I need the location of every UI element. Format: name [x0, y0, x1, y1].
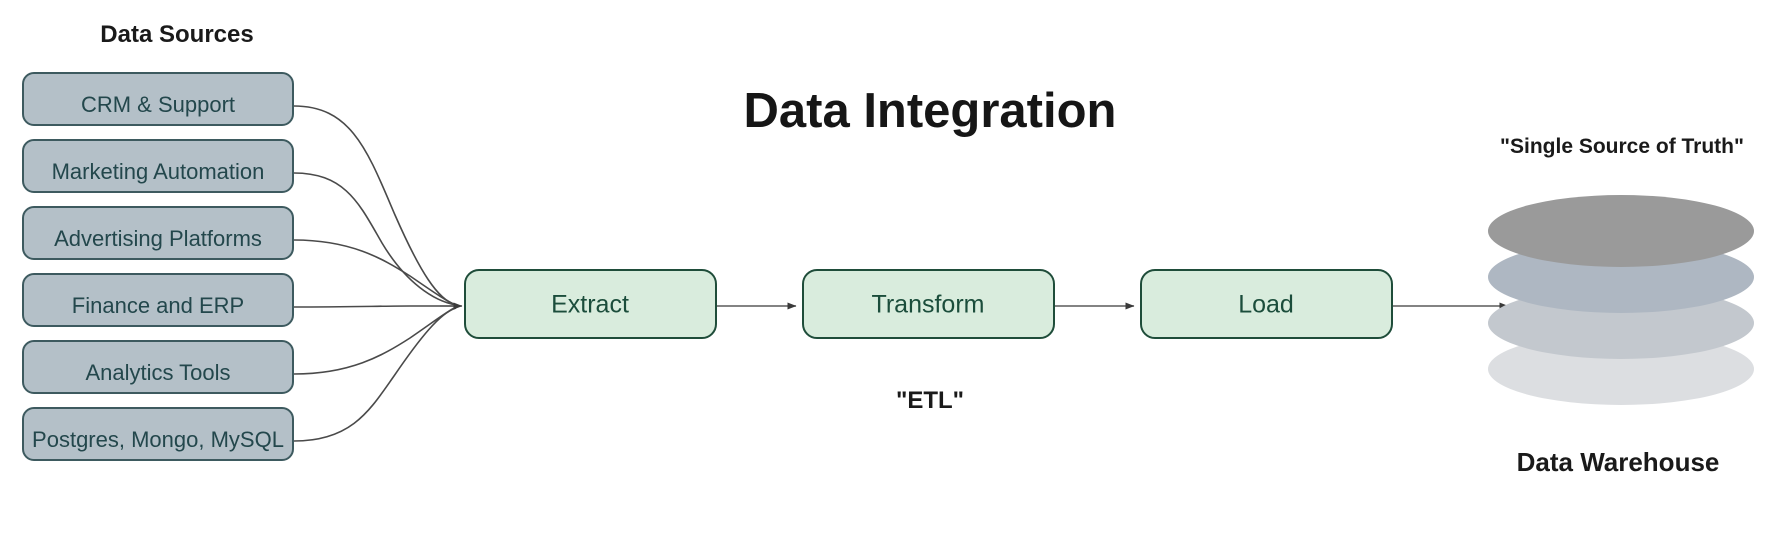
source-node-finance-erp[interactable]: Finance and ERP: [22, 273, 294, 327]
etl-node-load[interactable]: Load: [1140, 269, 1393, 339]
etl-node-label: Load: [1238, 291, 1294, 319]
source-node-box[interactable]: [22, 72, 294, 126]
page-title: Data Integration: [744, 84, 1117, 138]
source-node-box[interactable]: [22, 407, 294, 461]
source-node-box[interactable]: [22, 340, 294, 394]
source-node-crm-support[interactable]: CRM & Support: [22, 72, 294, 126]
connector-analytics-to-extract: [293, 306, 457, 375]
connector-marketing-to-extract: [293, 172, 457, 306]
data-warehouse-label: Data Warehouse: [1517, 447, 1720, 477]
source-node-marketing-automation[interactable]: Marketing Automation: [22, 139, 294, 193]
connector-finance-to-extract: [293, 305, 456, 308]
single-source-of-truth-caption: "Single Source of Truth": [1500, 135, 1744, 158]
etl-node-box[interactable]: [464, 269, 717, 339]
source-node-label: Marketing Automation: [52, 159, 265, 184]
connector-databases-to-extract: [293, 307, 457, 442]
etl-node-box[interactable]: [802, 269, 1055, 339]
source-node-box[interactable]: [22, 206, 294, 260]
source-node-label: Advertising Platforms: [54, 226, 262, 251]
source-node-box[interactable]: [22, 273, 294, 327]
etl-node-label: Extract: [551, 291, 629, 319]
etl-node-extract[interactable]: Extract: [464, 269, 717, 339]
source-node-analytics-tools[interactable]: Analytics Tools: [22, 340, 294, 394]
source-node-box[interactable]: [22, 139, 294, 193]
etl-node-box[interactable]: [1140, 269, 1393, 339]
data-sources-heading: Data Sources: [100, 21, 253, 48]
etl-node-label: Transform: [872, 291, 985, 319]
source-node-label: Analytics Tools: [85, 360, 230, 385]
data-warehouse-stack[interactable]: [1488, 195, 1754, 405]
etl-caption: "ETL": [896, 387, 964, 414]
warehouse-disc-1: [1488, 195, 1754, 267]
etl-node-transform[interactable]: Transform: [802, 269, 1055, 339]
source-node-advertising-platforms[interactable]: Advertising Platforms: [22, 206, 294, 260]
connector-crm-to-extract: [293, 105, 457, 306]
source-node-label: Finance and ERP: [72, 293, 244, 318]
source-node-label: Postgres, Mongo, MySQL: [32, 427, 284, 452]
source-node-label: CRM & Support: [81, 92, 235, 117]
connector-advertising-to-extract: [293, 239, 457, 306]
source-connectors: [293, 105, 463, 442]
source-node-databases[interactable]: Postgres, Mongo, MySQL: [22, 407, 294, 461]
